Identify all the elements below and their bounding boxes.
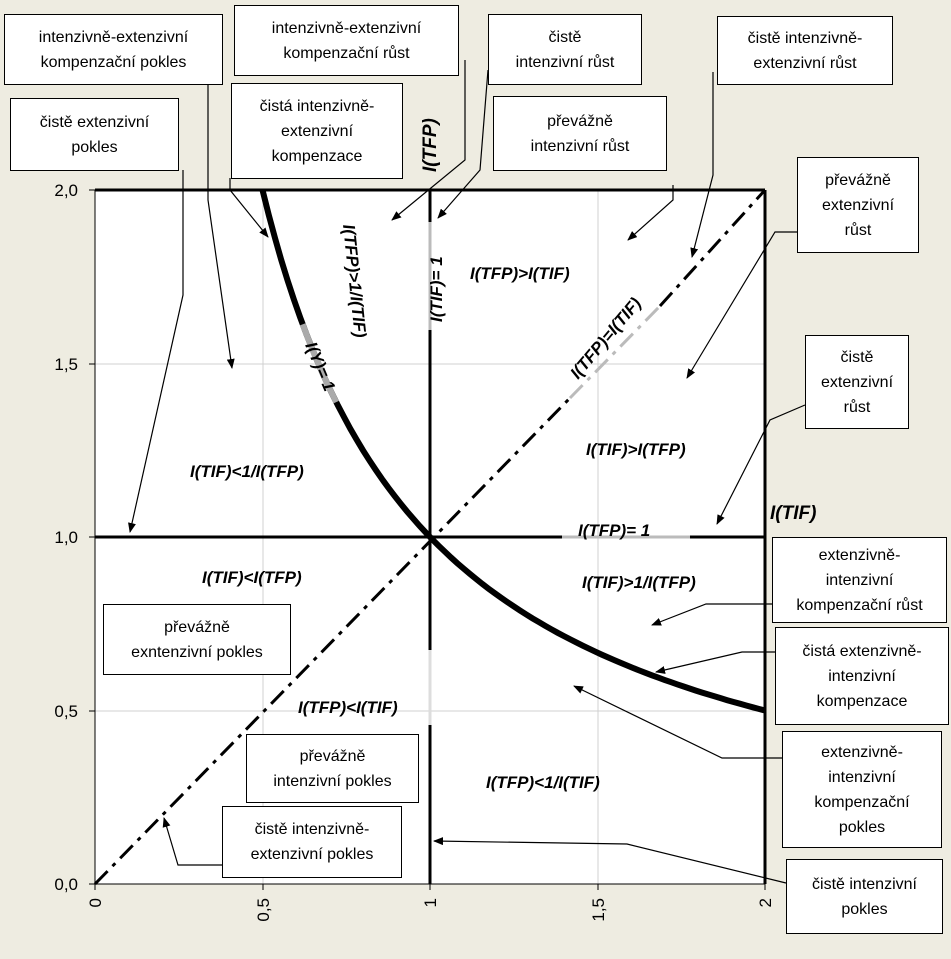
- line-label-tif-eq-1: I(TIF)= 1: [427, 256, 446, 322]
- x-tick-labels: 0 0,5 1 1,5 2: [86, 898, 775, 922]
- region-label: I(TFP)>I(TIF): [470, 264, 570, 283]
- callout-intensive-extensive-comp-growth: intenzivně-extenzivní kompenzační růst: [234, 5, 459, 76]
- region-label: I(TIF)<1/I(TFP): [190, 462, 304, 481]
- x-tick-label: 1: [421, 898, 440, 907]
- callout-predominantly-intensive-growth: převážně intenzivní růst: [493, 96, 667, 171]
- callout-arrows: [128, 60, 806, 884]
- y-tick-label: 1,0: [54, 528, 78, 547]
- x-tick-label: 0,5: [254, 898, 273, 922]
- y-tick-label: 0,5: [54, 702, 78, 721]
- x-axis-title: I(TIF): [770, 503, 816, 524]
- y-axis-title: I(TFP): [420, 118, 441, 172]
- callout-predominantly-extensive-growth: převážně extenzivní růst: [797, 157, 919, 253]
- callout-extensive-intensive-comp-decline: extenzivně- intenzivní kompenzační pokle…: [782, 731, 942, 848]
- callout-predominantly-extensive-decline: převážně exntenzivní pokles: [103, 604, 291, 675]
- region-labels: I(TFP)>I(TIF) I(TIF)>I(TFP) I(TIF)<1/I(T…: [190, 264, 696, 792]
- callout-pure-extensive-intensive-compensation: čistá extenzivně- intenzivní kompenzace: [775, 627, 949, 725]
- callout-purely-intensive-extensive-decline: čistě intenzivně- extenzivní pokles: [222, 806, 402, 878]
- callout-pure-intensive-extensive-compensation: čistá intenzivně- extenzivní kompenzace: [231, 83, 403, 179]
- region-label: I(TFP)<1/I(TIF): [486, 773, 600, 792]
- line-tfp-eq-tif: [93, 188, 767, 886]
- callout-purely-intensive-growth: čistě intenzivní růst: [488, 14, 642, 85]
- line-label-tfp-eq-1: I(TFP)= 1: [578, 521, 650, 540]
- callout-purely-intensive-extensive-growth: čistě intenzivně- extenzivní růst: [717, 16, 893, 85]
- curve-y-eq-1-highlight: [299, 323, 339, 404]
- region-label: I(TIF)>I(TFP): [586, 440, 686, 459]
- callout-intensive-extensive-comp-decline: intenzivně-extenzivní kompenzační pokles: [4, 14, 223, 85]
- y-tick-label: 1,5: [54, 355, 78, 374]
- region-label: I(TIF)<I(TFP): [202, 568, 302, 587]
- x-tick-label: 0: [86, 898, 105, 907]
- y-tick-label: 0,0: [54, 875, 78, 894]
- callout-purely-extensive-decline: čistě extenzivní pokles: [10, 98, 179, 171]
- callout-predominantly-intensive-decline: převážně intenzivní pokles: [246, 734, 419, 803]
- y-tick-label: 2,0: [54, 181, 78, 200]
- x-tick-label: 2: [756, 898, 775, 907]
- curve-y-eq-1: [259, 189, 766, 714]
- y-tick-labels: 2,0 1,5 1,0 0,5 0,0: [54, 181, 78, 894]
- region-label: I(TIF)>1/I(TFP): [582, 573, 696, 592]
- callout-purely-extensive-growth: čistě extenzivní růst: [805, 335, 909, 429]
- x-tick-label: 1,5: [589, 898, 608, 922]
- region-label: I(TFP)<I(TIF): [298, 698, 398, 717]
- callout-extensive-intensive-comp-growth: extenzivně- intenzivní kompenzační růst: [772, 537, 947, 623]
- tick-marks: [89, 189, 766, 890]
- callout-purely-intensive-decline: čistě intenzivní pokles: [786, 859, 943, 934]
